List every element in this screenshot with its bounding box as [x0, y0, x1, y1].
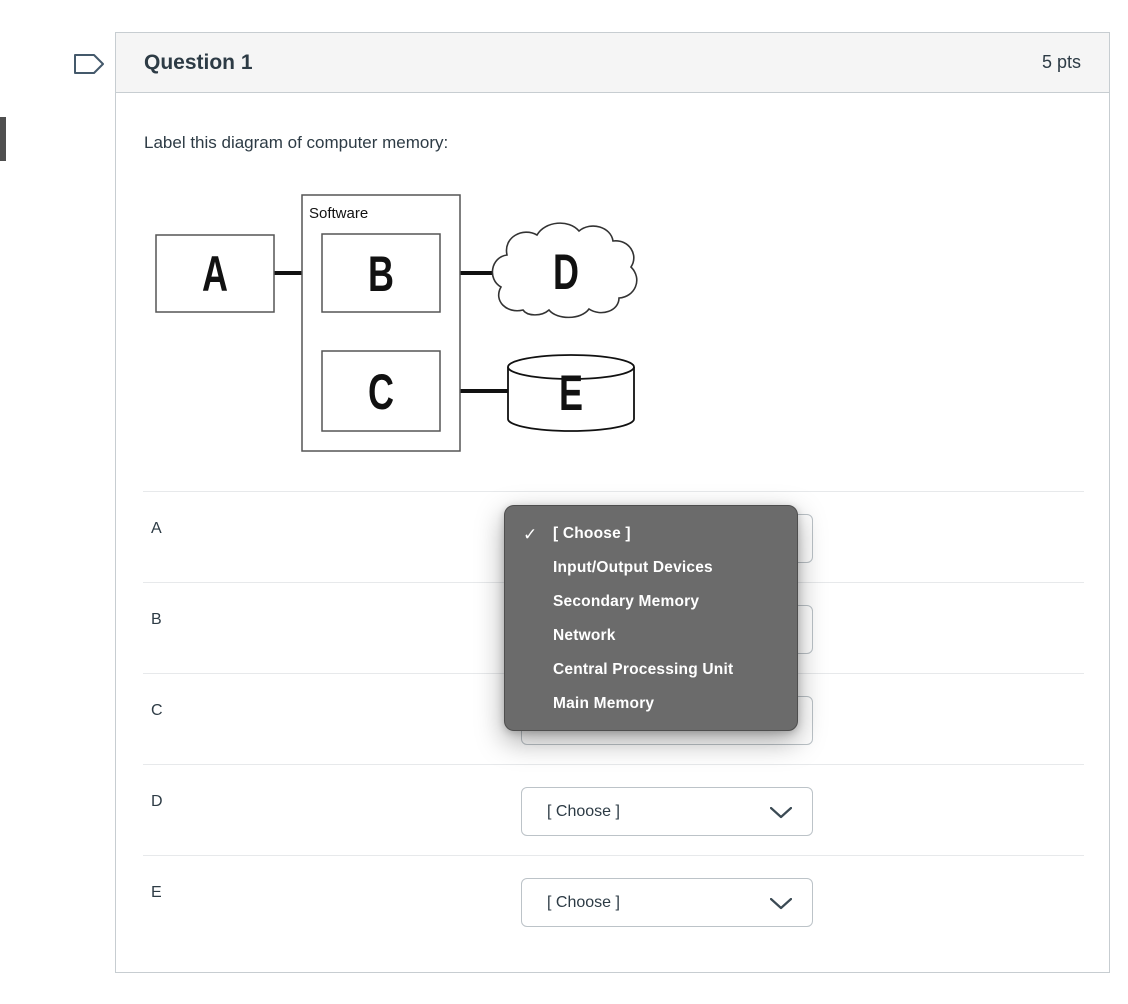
answer-select-d[interactable]: [ Choose ] — [521, 787, 813, 836]
question-card: Question 1 5 pts Label this diagram of c… — [115, 32, 1110, 973]
node-a-letter: A — [202, 247, 228, 302]
row-label-b: B — [151, 611, 162, 628]
node-e-cylinder-body — [507, 367, 635, 432]
chevron-down-icon — [770, 898, 792, 910]
node-c-letter: C — [368, 365, 394, 420]
row-label-a: A — [151, 520, 162, 537]
node-d-letter: D — [553, 245, 579, 300]
menu-item-secondary-memory[interactable]: Secondary Memory — [553, 593, 700, 610]
question-title: Question 1 — [144, 50, 253, 74]
select-d-value: [ Choose ] — [547, 802, 620, 820]
scrollbar-fragment — [0, 117, 6, 161]
node-e-letter: E — [559, 366, 583, 421]
menu-item-network[interactable]: Network — [553, 627, 616, 644]
menu-item-choose[interactable]: ✓ [ Choose ] — [505, 517, 797, 551]
node-b-letter: B — [368, 247, 394, 302]
question-prompt: Label this diagram of computer memory: — [144, 133, 449, 152]
question-header: Question 1 5 pts — [116, 33, 1109, 93]
checkmark-icon: ✓ — [523, 524, 538, 544]
software-group-label: Software — [309, 205, 368, 222]
chevron-down-icon — [770, 807, 792, 819]
node-b-box — [321, 233, 441, 313]
menu-item-input-output-devices[interactable]: Input/Output Devices — [553, 559, 713, 576]
menu-item-central-processing-unit[interactable]: Central Processing Unit — [553, 661, 734, 678]
row-label-e: E — [151, 884, 162, 901]
node-a-box — [155, 234, 275, 313]
memory-diagram: Software A B C D E — [155, 194, 638, 452]
select-dropdown-menu: ✓ [ Choose ] Input/Output Devices Second… — [504, 505, 798, 731]
select-e-value: [ Choose ] — [547, 893, 620, 911]
row-label-c: C — [151, 702, 163, 719]
question-bookmark-icon[interactable] — [74, 54, 104, 74]
row-label-d: D — [151, 793, 163, 810]
menu-item-main-memory[interactable]: Main Memory — [553, 695, 655, 712]
answer-row-d: D [ Choose ] — [143, 764, 1084, 855]
question-points: 5 pts — [1041, 52, 1081, 72]
answer-select-e[interactable]: [ Choose ] — [521, 878, 813, 927]
answer-row-e: E [ Choose ] — [143, 855, 1084, 946]
node-e-cylinder-top — [507, 354, 635, 380]
node-c-box — [321, 350, 441, 432]
node-d-cloud — [491, 222, 638, 319]
